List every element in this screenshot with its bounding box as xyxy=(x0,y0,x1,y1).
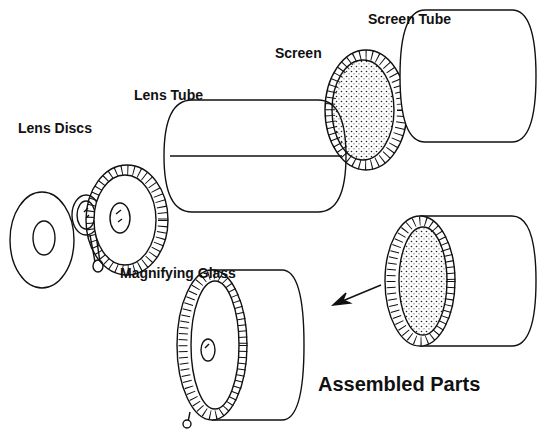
part-label: Lens Discs xyxy=(18,121,92,136)
part-label: Magnifying Glass xyxy=(120,266,236,281)
part-label: Screen Tube xyxy=(368,12,451,27)
caption-label: Assembled Parts xyxy=(318,373,480,395)
part-label: Lens Tube xyxy=(134,88,203,103)
part-label: Screen xyxy=(275,46,322,61)
